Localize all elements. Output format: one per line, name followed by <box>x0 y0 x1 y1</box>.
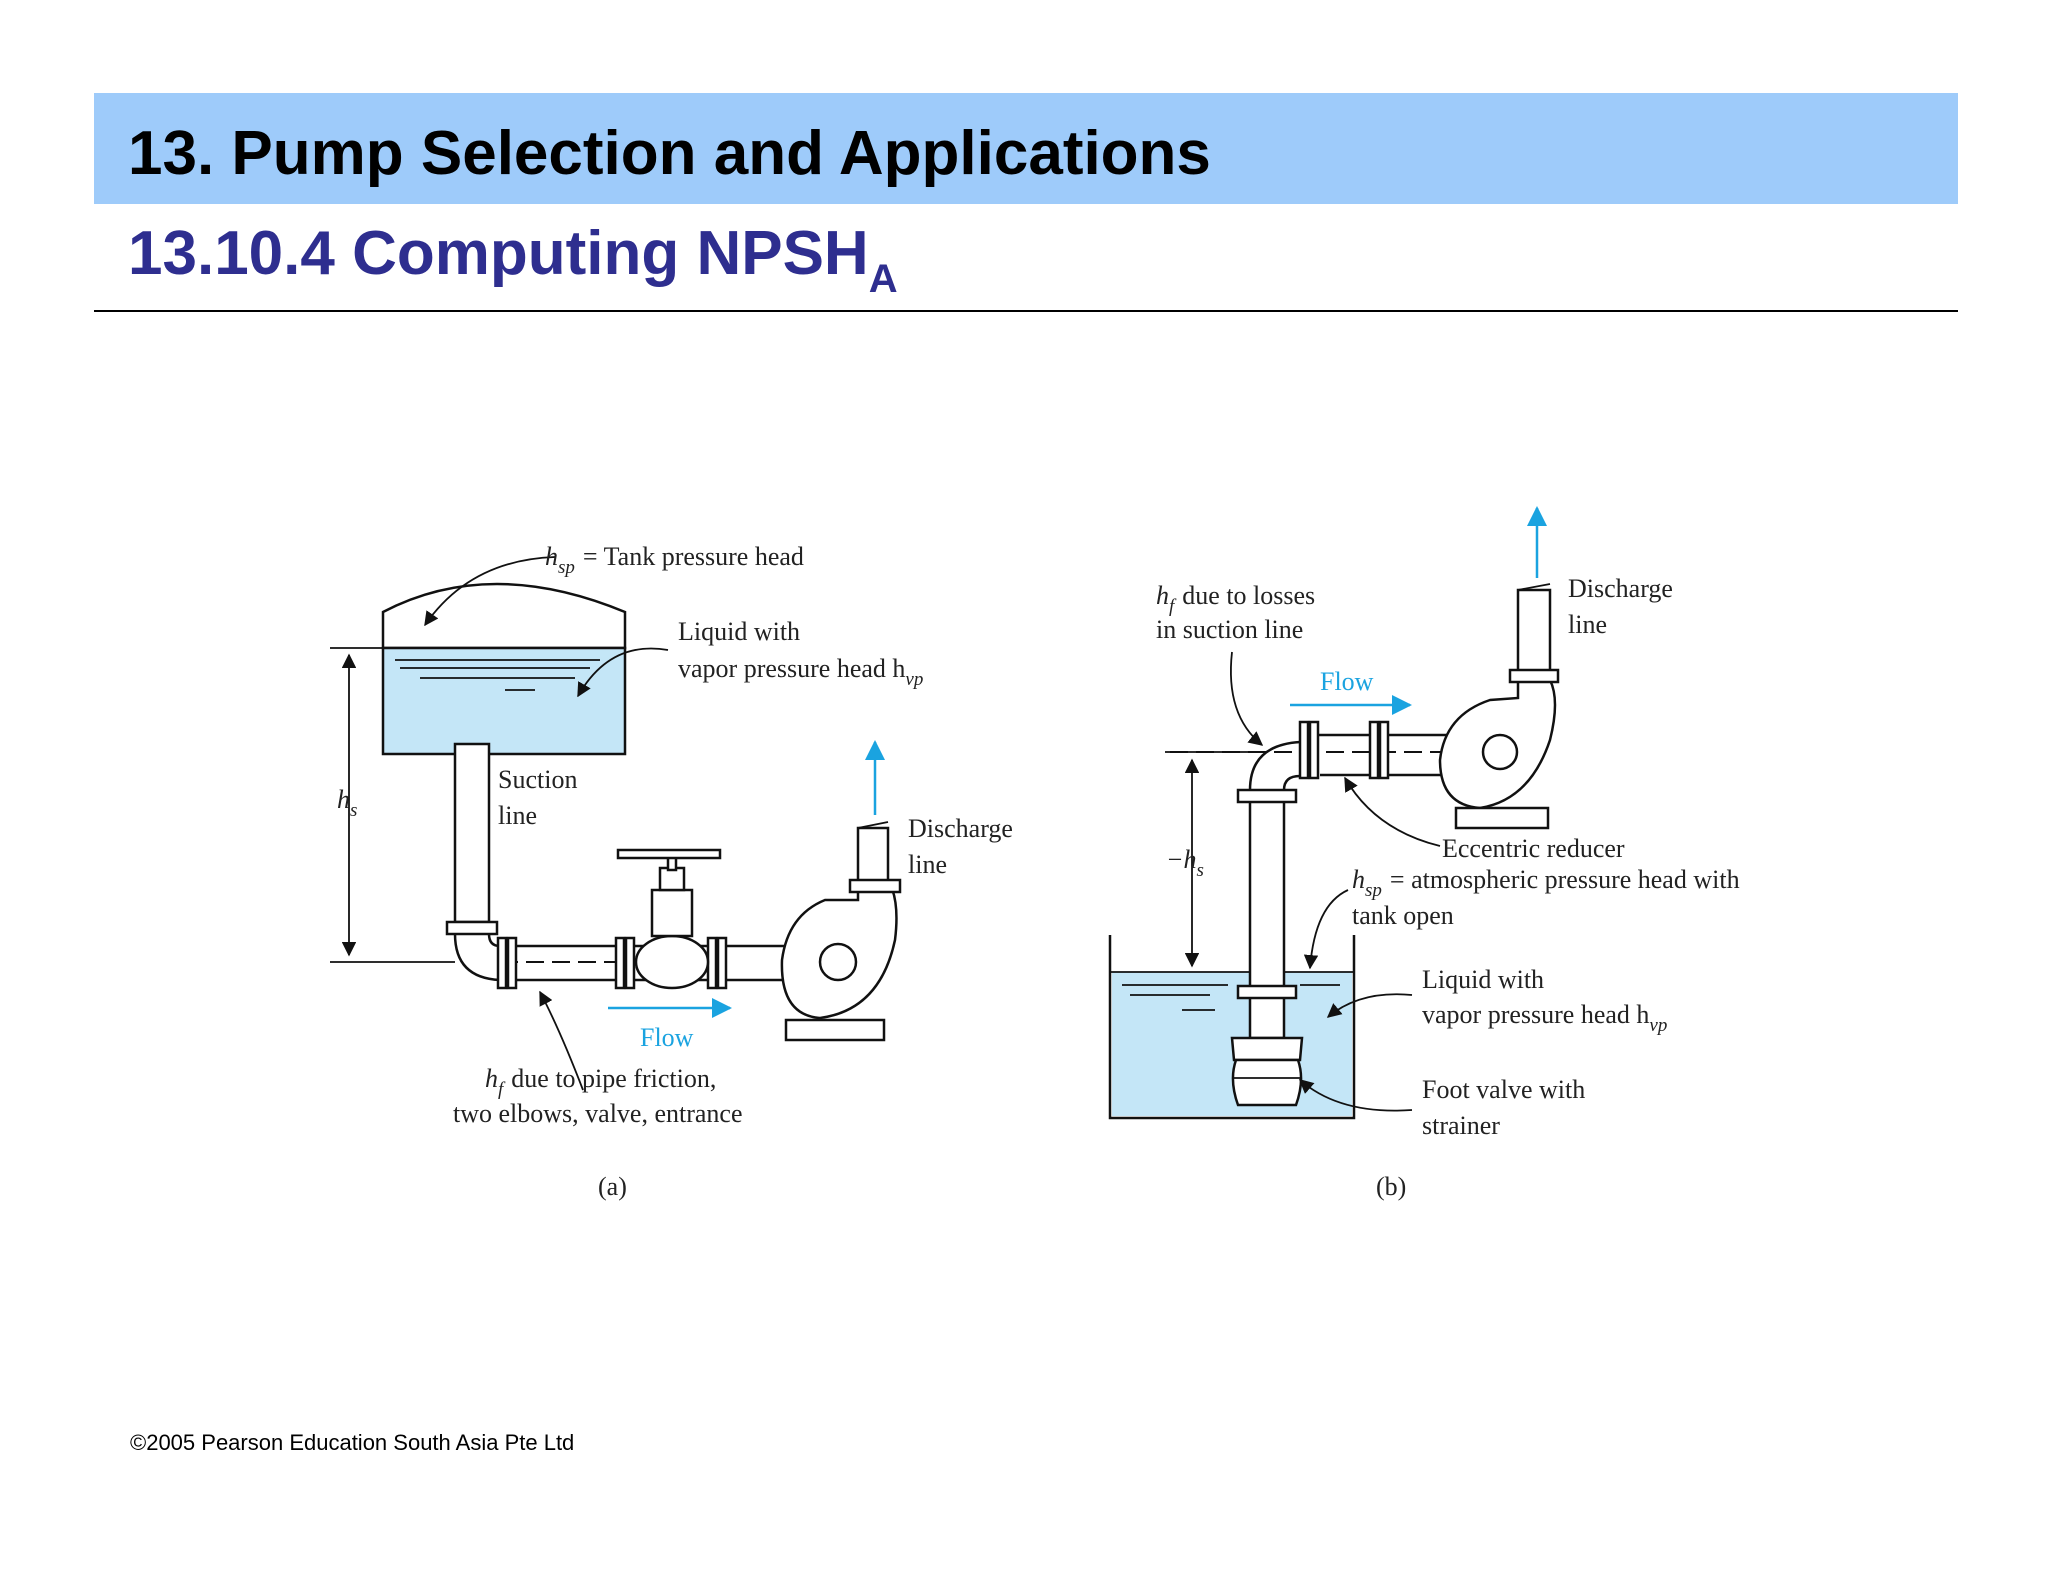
liquid-label-a-line2: vapor pressure head hvp <box>678 654 923 690</box>
section-subtitle: 13.10.4 Computing NPSHA <box>128 218 898 301</box>
foot-leader-b <box>1298 1079 1413 1112</box>
flow-label-b: Flow <box>1320 667 1374 696</box>
pump-a <box>780 821 902 1042</box>
caption-b: (b) <box>1376 1172 1406 1201</box>
discharge-label-a-line1: Discharge <box>908 814 1013 843</box>
discharge-label-b-line2: line <box>1568 610 1607 639</box>
diagram-a: hsp= Tank pressure head Liquid with vapo… <box>330 542 1013 1201</box>
subtitle-main: 13.10.4 Computing NPSH <box>128 219 869 288</box>
liquid-leader-b <box>1326 993 1413 1018</box>
liquid-label-b-line2: vapor pressure head hvp <box>1422 1000 1667 1036</box>
suction-flange-b-top <box>1236 788 1298 804</box>
discharge-label-a-line2: line <box>908 850 947 879</box>
foot-label-b-line1: Foot valve with <box>1422 1075 1585 1104</box>
liquid-leader-a <box>577 647 669 698</box>
hsp-label-b-line2: tank open <box>1352 901 1454 930</box>
elbow-a-outer <box>453 933 501 982</box>
hf-label-a-line2: two elbows, valve, entrance <box>453 1099 743 1128</box>
copyright-footer: ©2005 Pearson Education South Asia Pte L… <box>130 1430 575 1455</box>
suction-flange-b-low <box>1236 984 1298 1000</box>
liquid-label-a-line1: Liquid with <box>678 617 800 646</box>
sump-ripples-b <box>1122 984 1340 1011</box>
hs-label-b: −hs <box>1166 845 1204 881</box>
hsp-leader-a <box>424 556 556 627</box>
hsp-leader-b <box>1303 889 1349 970</box>
flow-label-a: Flow <box>640 1023 694 1052</box>
hsp-label-a: hsp= Tank pressure head <box>545 542 804 578</box>
discharge-label-b-line1: Discharge <box>1568 574 1673 603</box>
page-title: 13. Pump Selection and Applications <box>128 119 1211 188</box>
hf-leader-a <box>539 990 584 1091</box>
header-rule <box>94 310 1958 312</box>
tank-a-ripples <box>395 659 600 691</box>
title-band <box>94 93 1958 204</box>
elbow-b-inner <box>1282 774 1301 791</box>
caption-a: (a) <box>598 1172 627 1201</box>
foot-label-b-line2: strainer <box>1422 1111 1500 1140</box>
subtitle-subscript: A <box>868 257 898 301</box>
hsp-label-b-line1: hsp= atmospheric pressure head with <box>1352 865 1740 901</box>
tank-a-liquid <box>381 646 627 756</box>
suction-pipe-b <box>1248 798 1286 1040</box>
hs-label-a: hs <box>337 785 357 821</box>
liquid-label-b-line1: Liquid with <box>1422 965 1544 994</box>
eccentric-label-b: Eccentric reducer <box>1442 834 1625 863</box>
elbow-b-outer <box>1248 740 1301 791</box>
hf-label-b-line2: in suction line <box>1156 615 1303 644</box>
suction-pipe-a <box>453 742 491 924</box>
suction-label-a-line1: Suction <box>498 765 577 794</box>
suction-label-a-line2: line <box>498 801 537 830</box>
eccentric-leader-b <box>1344 776 1441 847</box>
tank-a-dome <box>381 582 627 650</box>
gate-valve-a <box>616 848 722 990</box>
sump-walls-b <box>1108 935 1356 1120</box>
hf-leader-b <box>1230 651 1264 746</box>
foot-valve-b <box>1230 1036 1304 1107</box>
suction-flange-a <box>445 920 499 936</box>
pump-b <box>1438 583 1560 830</box>
